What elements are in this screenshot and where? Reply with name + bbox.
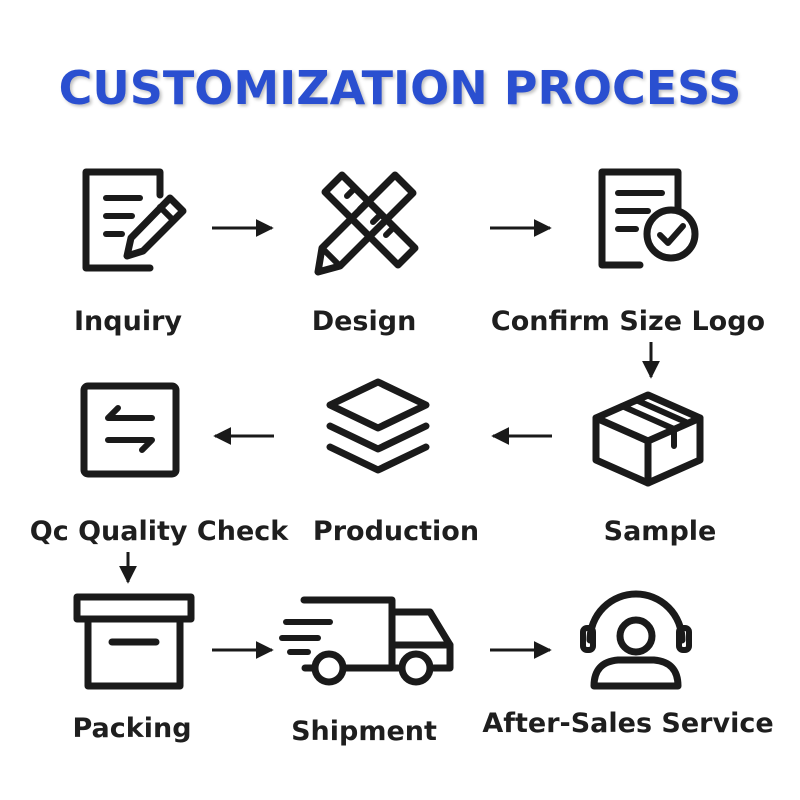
layers-icon — [326, 378, 430, 474]
step-label-packing: Packing — [72, 713, 191, 744]
headset-agent-icon — [580, 590, 692, 690]
delivery-truck-icon — [279, 596, 454, 686]
step-label-qc: Qc Quality Check — [30, 516, 290, 547]
page-title: CUSTOMIZATION PROCESS — [58, 61, 742, 115]
document-check-icon — [598, 168, 699, 269]
step-label-aftersales: After-Sales Service — [482, 708, 773, 739]
step-label-confirm: Confirm Size Logo — [491, 306, 765, 337]
swap-arrows-icon — [80, 382, 180, 478]
step-label-production: Production — [313, 516, 479, 547]
document-pencil-icon — [82, 168, 187, 272]
box-icon — [592, 391, 704, 487]
ruler-pencil-icon — [314, 171, 419, 276]
step-label-shipment: Shipment — [291, 716, 437, 747]
archive-box-icon — [73, 593, 195, 690]
step-label-design: Design — [312, 306, 417, 337]
step-label-inquiry: Inquiry — [74, 306, 182, 337]
step-label-sample: Sample — [604, 516, 717, 547]
